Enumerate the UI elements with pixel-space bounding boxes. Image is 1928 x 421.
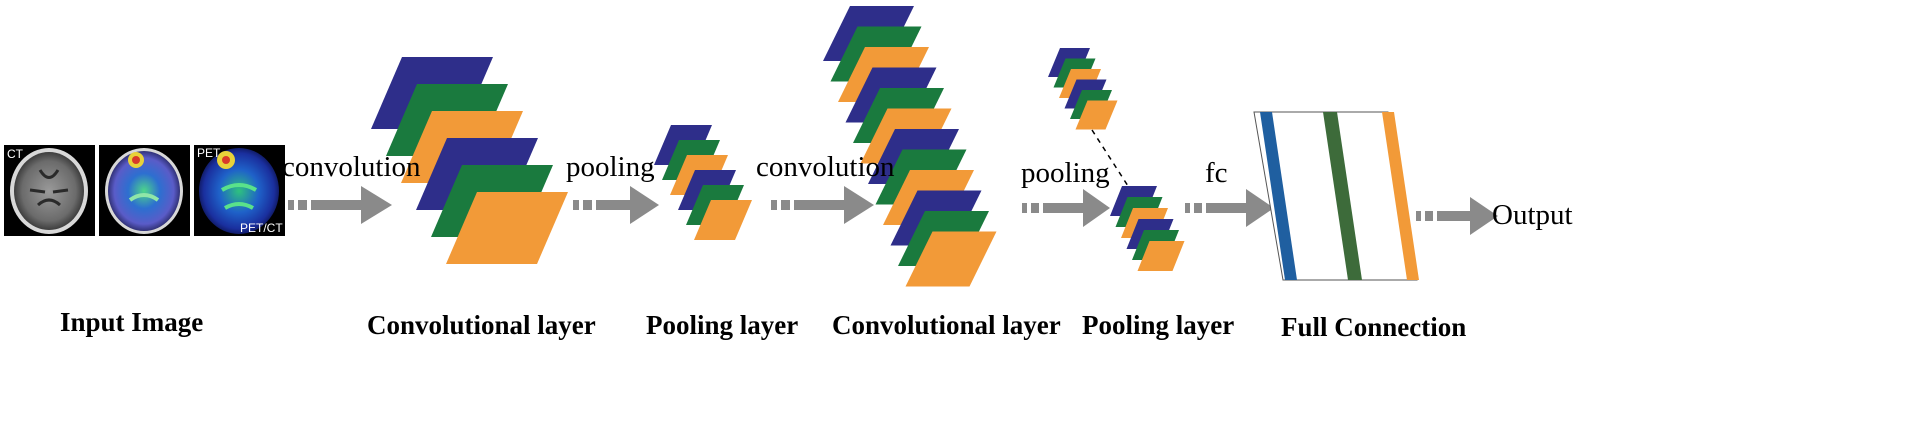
petct-tag: PET/CT xyxy=(240,221,283,235)
ct-scan-image: CT xyxy=(4,145,95,236)
stage-label-input: Input Image xyxy=(60,307,203,337)
stage-label-conv2: Convolutional layer xyxy=(832,310,1061,340)
op-label-output: Output xyxy=(1492,199,1573,231)
pool1-map-orange xyxy=(694,200,752,240)
fc-orange-stripe xyxy=(1382,112,1419,280)
arrow-conv2 xyxy=(771,186,874,224)
ct-tag: CT xyxy=(7,147,24,161)
op-label-pooling-1: pooling xyxy=(566,151,655,183)
conv2-feature-maps xyxy=(823,6,997,287)
fc-green-stripe xyxy=(1323,112,1362,280)
pet-scan-image: PET PET/CT xyxy=(194,145,285,236)
conv2-map-orange xyxy=(905,231,997,287)
input-image-panel: CT PET PET/CT xyxy=(4,145,285,236)
conv1-feature-maps xyxy=(371,57,568,264)
conv1-map-orange xyxy=(446,192,568,264)
arrow-fc xyxy=(1185,189,1274,227)
arrow-output xyxy=(1416,197,1498,235)
pool1-feature-maps xyxy=(654,125,752,240)
stage-label-pool2: Pooling layer xyxy=(1082,310,1234,340)
full-connection-block xyxy=(1253,111,1419,281)
arrow-pool2 xyxy=(1022,189,1110,227)
pet-tag: PET xyxy=(197,146,221,160)
arrow-pool1 xyxy=(573,186,659,224)
dashed-connector xyxy=(1091,129,1129,187)
pool2-map-orange xyxy=(1137,241,1185,271)
stage-label-conv1: Convolutional layer xyxy=(367,310,596,340)
op-label-convolution-2: convolution xyxy=(756,151,895,183)
fused-scan-image xyxy=(99,145,190,236)
pool2-feature-maps-expanded xyxy=(1048,48,1118,130)
stage-label-pool1: Pooling layer xyxy=(646,310,798,340)
op-label-convolution-1: convolution xyxy=(282,151,421,183)
fc-blue-stripe xyxy=(1260,112,1297,280)
pool2-expanded-map-orange xyxy=(1075,100,1118,130)
op-label-pooling-2: pooling xyxy=(1021,157,1110,189)
op-label-fc: fc xyxy=(1205,157,1228,189)
pool2-feature-maps xyxy=(1110,186,1185,271)
arrow-conv1 xyxy=(288,186,392,224)
stage-label-fc: Full Connection xyxy=(1281,312,1466,342)
